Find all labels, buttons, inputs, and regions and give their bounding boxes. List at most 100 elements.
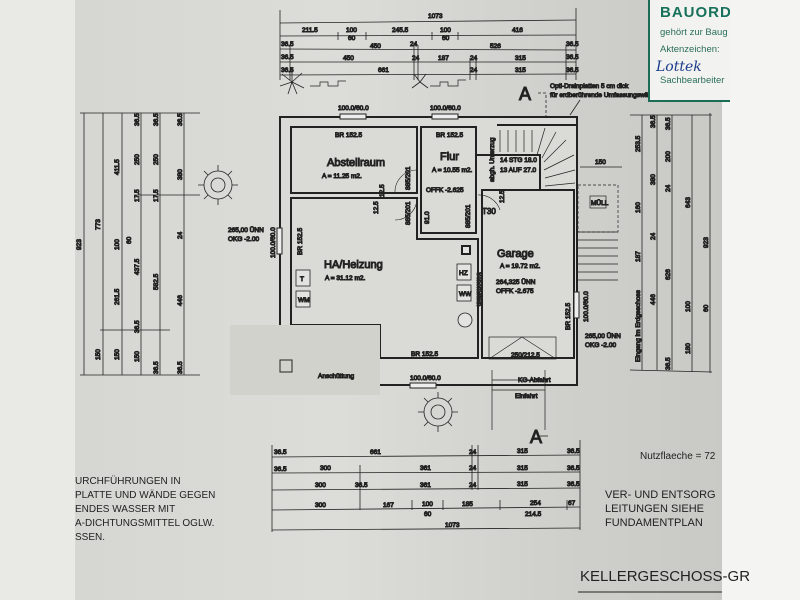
dim-label: 36.5 (567, 481, 580, 488)
dim-label: 261.5 (114, 288, 121, 305)
dim-label: 411.5 (114, 159, 121, 175)
stamp-role: Sachbearbeiter (660, 75, 725, 86)
dim-label: 17.5 (153, 189, 160, 202)
dim-label: 253.5 (635, 135, 642, 152)
window (573, 291, 580, 319)
window-label: 100.0/60.0 (410, 375, 441, 382)
fill-area (230, 325, 380, 395)
signature: Lottek (656, 59, 702, 75)
fire-door-mark: T30 (482, 207, 496, 216)
door-size: 885/201 (405, 166, 412, 190)
dim-label: 773 (95, 219, 102, 230)
dim-label: 214.5 (525, 511, 542, 518)
paper-background (722, 0, 800, 600)
dim-label: 150 (134, 351, 141, 362)
dim-label: 187 (438, 55, 449, 62)
dim-label: 36.5 (650, 115, 657, 128)
note-line: SSEN. (75, 532, 106, 543)
dim-label: 36.5 (177, 113, 184, 126)
dim-label: 446 (177, 295, 184, 306)
shrub-icon (411, 73, 429, 89)
dim-label: 661 (378, 67, 389, 74)
window (431, 113, 459, 120)
stair-treads (499, 127, 576, 187)
ground-level: OKG -2.00 (228, 236, 259, 243)
window (339, 113, 367, 120)
note-line: FUNDAMENTPLAN (605, 517, 703, 529)
bin-label: MÜLL (591, 199, 609, 207)
dim-label: 180 (685, 343, 692, 354)
dim-label: 36.5 (274, 449, 287, 456)
parapet-height: BR 152.5 (297, 228, 304, 255)
drain (457, 312, 473, 328)
windows (276, 113, 580, 389)
stair-rise: 13 AUF 27.0 (500, 167, 537, 174)
top-dimensions (279, 8, 577, 80)
room-name-ha-heizung: HA/Heizung (324, 259, 383, 271)
dim-label: 36.5 (153, 113, 160, 126)
fill-label: Anschüttung (318, 373, 355, 380)
dim-label: 24 (470, 55, 478, 62)
dim-label: 300 (320, 465, 331, 472)
top-dimension-labels: 1073 211.5 100 245.5 100 416 60 60 36.5 … (281, 13, 580, 75)
section-marker-top: A (519, 84, 531, 104)
dim-label: 437.5 (134, 258, 141, 275)
note-line: PLATTE UND WÄNDE GEGEN (75, 490, 216, 501)
door-size: 885/201 (465, 204, 472, 228)
parapet-height: BR 152.5 (335, 132, 362, 139)
dim-label: 380 (650, 174, 657, 185)
dim-label: 923 (76, 239, 83, 250)
dim-label: 582.5 (153, 273, 160, 290)
stair-steps: 14 STG 18.0 (500, 157, 537, 164)
room-area: A = 10.55 m2. (432, 167, 472, 174)
fixture-label: WM (298, 297, 310, 304)
dim-label: 36.5 (281, 54, 294, 61)
dim-label: 1073 (445, 522, 460, 529)
dim-label: 300 (315, 482, 326, 489)
drainage-note: für erdberührende Umfassungswände (550, 92, 660, 99)
window-label: 100.0/60.0 (583, 291, 590, 322)
approval-stamp: BAUORD gehört zur Baug Aktenzeichen: Lot… (648, 0, 730, 102)
dim-label: 315 (517, 481, 528, 488)
heating-fixture (456, 263, 472, 281)
entrance-note: Eingang im Erdgeschoss (635, 289, 642, 362)
chimney (461, 245, 471, 255)
floor-level: OFFK -2.675 (496, 288, 534, 295)
dim-label: 250 (153, 154, 160, 165)
dim-label: 450 (370, 43, 381, 50)
dim-label: 300 (315, 502, 326, 509)
window-label: 100.0/60.0 (338, 105, 369, 112)
parapet-height: BR 152.5 (411, 351, 438, 358)
dim-label: 60 (442, 35, 450, 42)
dim-label: 315 (517, 448, 528, 455)
dim-label: 24 (470, 67, 478, 74)
stamp-text: gehört zur Baug (660, 27, 728, 38)
washer-fixture (295, 290, 311, 308)
section-line (538, 92, 547, 121)
shaft (279, 359, 293, 373)
door-mark: 91.0 (424, 211, 431, 224)
fixture-label: WW (459, 291, 472, 298)
window (409, 382, 437, 389)
door-mark: 12.5 (499, 190, 506, 203)
shrub-icon (279, 70, 305, 95)
usable-area: Nutzflaeche = 72 (640, 451, 716, 462)
door-mark: 12.5 (373, 201, 380, 214)
dim-label: 187 (635, 251, 642, 262)
dim-label: 100 (440, 27, 451, 34)
dim-label: 36.5 (134, 113, 141, 126)
dim-label: 923 (703, 237, 710, 248)
dim-label: 100 (114, 239, 121, 250)
door-swings (394, 169, 501, 221)
dryer-fixture (295, 269, 311, 287)
dim-label: 60 (424, 511, 432, 518)
room-area: A = 19.72 m2. (500, 263, 540, 270)
dim-label: 24 (650, 232, 657, 240)
dim-label: 60 (703, 304, 710, 312)
room-name-flur: Flur (440, 151, 459, 163)
dim-label: 60 (348, 35, 356, 42)
dim-label: 24 (410, 41, 418, 48)
fixture-label: T (300, 276, 304, 283)
parapet-height: BR 152.5 (436, 132, 463, 139)
